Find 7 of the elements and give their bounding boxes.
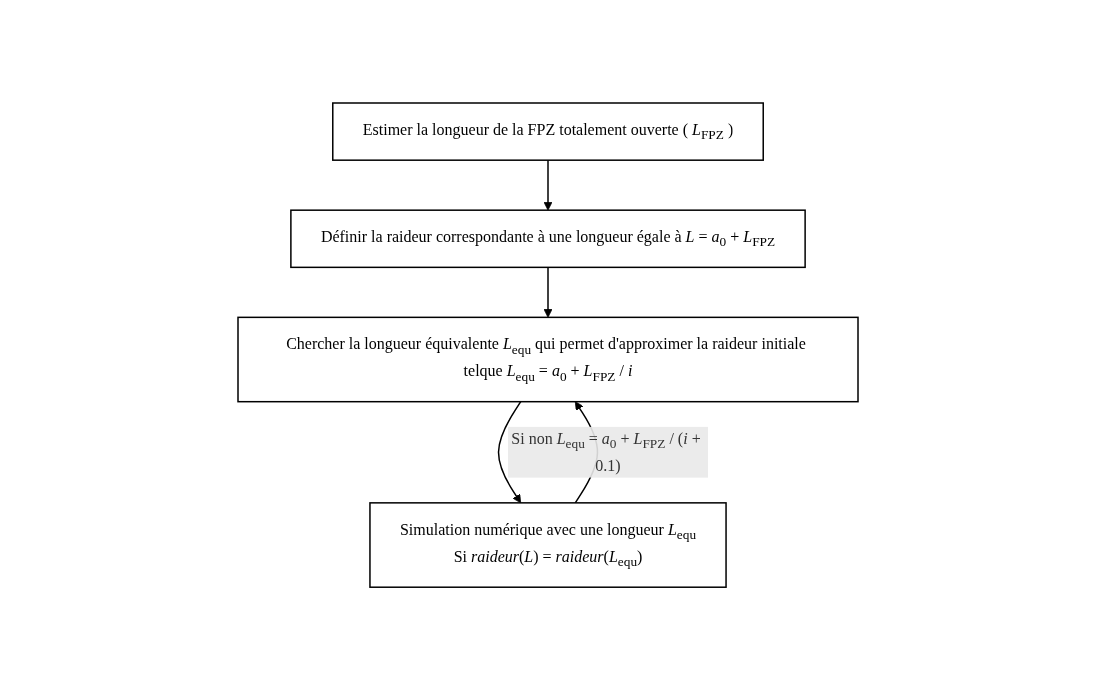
- arrow: [497, 401, 522, 504]
- node-box: Estimer la longueur de la FPZ totalement ouverte ( L$_{FPZ}$ ): [332, 102, 764, 162]
- node-box: Définir la raideur correspondante à une longueur égale à L = a$_{0}$ + L$_{FPZ}$: [290, 209, 806, 269]
- arrow: [543, 159, 553, 211]
- node-box: Chercher la longueur équivalente L$_{equ}$ qui permet d'approximer la raideur initiale telque L$_{equ}$ = a$_{0}$ + L$_{FPZ}$ / i: [237, 317, 859, 403]
- edge-label: Si non L$_{equ}$ = a$_{0}$ + L$_{FPZ}$ / (i + 0.1): [511, 430, 701, 475]
- node-box: Simulation numérique avec une longueur L$_{equ}$ Si raideur(L) = raideur(L$_{equ}$): [369, 502, 727, 589]
